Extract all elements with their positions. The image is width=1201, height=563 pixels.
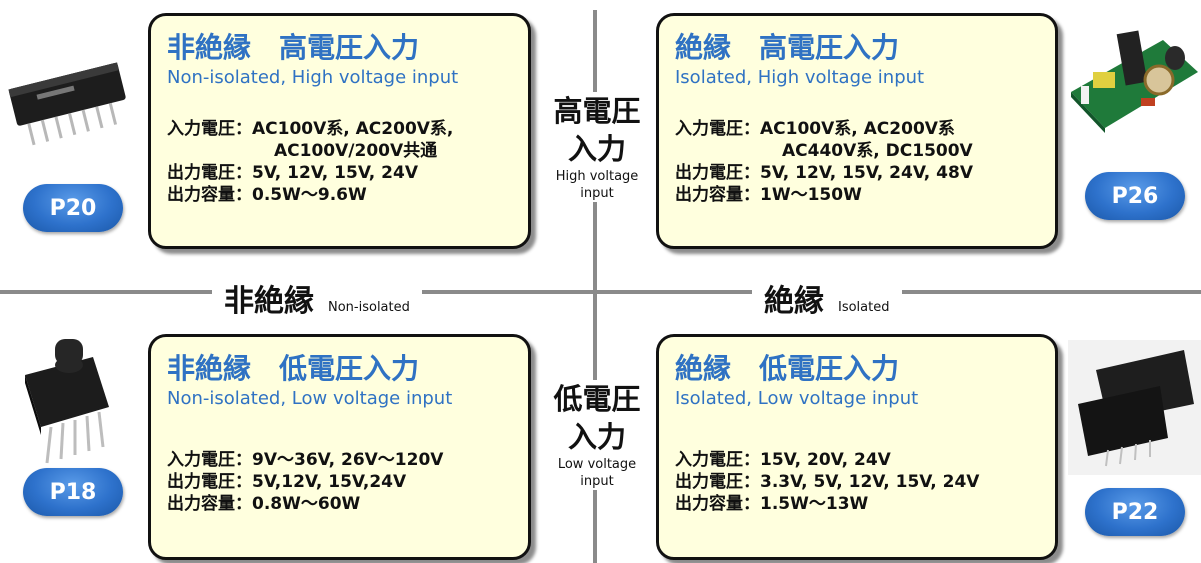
card-isolated-low-voltage: 絶縁 低電圧入力 Isolated, Low voltage input 入力電… [656, 334, 1058, 560]
spec-output-capacity: 出力容量：0.5W～9.6W [167, 185, 367, 205]
axis-label-isolated-en: Isolated [838, 300, 890, 315]
spec-output-voltage: 出力電圧：5V, 12V, 15V, 24V [167, 163, 418, 183]
card-title: 絶縁 高電圧入力 [675, 31, 900, 64]
vertical-axis-line [593, 10, 597, 563]
horizontal-axis-line [0, 290, 1201, 294]
spec-output-capacity: 出力容量：1.5W～13W [675, 494, 869, 514]
spec-input-voltage: 入力電圧：15V, 20V, 24V [675, 450, 891, 470]
card-subtitle: Isolated, High voltage input [675, 67, 925, 88]
axis-label-isolated-jp: 絶縁 [764, 284, 824, 319]
sip-module-photo-p20 [8, 62, 126, 146]
card-isolated-high-voltage: 絶縁 高電圧入力 Isolated, High voltage input 入力… [656, 13, 1058, 249]
spec-input-voltage: 入力電圧：AC100V系, AC200V系 [675, 119, 955, 139]
page-link-p18[interactable]: P18 [23, 468, 123, 516]
axis-label-non-isolated-en: Non-isolated [328, 300, 410, 315]
low-voltage-jp-line2: 入力 [567, 420, 626, 454]
spec-input-voltage: 入力電圧：AC100V系, AC200V系, [167, 119, 454, 139]
low-voltage-en-line1: Low voltage [557, 457, 637, 472]
low-voltage-en-line2: input [580, 474, 614, 489]
spec-output-capacity: 出力容量：0.8W～60W [167, 494, 361, 514]
through-hole-module-photo-p18 [25, 339, 109, 464]
high-voltage-jp-line2: 入力 [567, 132, 626, 166]
page-link-p20[interactable]: P20 [23, 184, 123, 232]
axis-label-low-voltage: 低電圧 入力 Low voltage input [538, 380, 656, 490]
axis-label-high-voltage: 高電圧 入力 High voltage input [538, 92, 656, 202]
high-voltage-jp-line1: 高電圧 [553, 94, 641, 128]
spec-input-voltage-cont: AC440V系, DC1500V [782, 141, 973, 161]
dual-module-photo-p22 [1068, 340, 1201, 475]
axis-label-non-isolated: 非絶縁 Non-isolated [212, 276, 422, 319]
card-subtitle: Isolated, Low voltage input [675, 388, 919, 409]
high-voltage-en-line2: input [580, 186, 614, 201]
card-subtitle: Non-isolated, Low voltage input [167, 388, 453, 409]
page-link-p26[interactable]: P26 [1085, 172, 1185, 220]
spec-output-voltage: 出力電圧：5V, 12V, 15V, 24V, 48V [675, 163, 973, 183]
card-title: 非絶縁 高電圧入力 [167, 31, 420, 64]
card-title: 非絶縁 低電圧入力 [167, 352, 420, 385]
card-non-isolated-low-voltage: 非絶縁 低電圧入力 Non-isolated, Low voltage inpu… [148, 334, 531, 560]
pcb-module-photo-p26 [1071, 30, 1198, 133]
spec-input-voltage: 入力電圧：9V～36V, 26V～120V [167, 450, 444, 470]
axis-label-isolated: 絶縁 Isolated [752, 276, 902, 319]
page-link-p22[interactable]: P22 [1085, 488, 1185, 536]
spec-output-voltage: 出力電圧：5V,12V, 15V,24V [167, 472, 407, 492]
spec-input-voltage-cont: AC100V/200V共通 [274, 141, 438, 161]
high-voltage-en-line1: High voltage [555, 169, 639, 184]
card-non-isolated-high-voltage: 非絶縁 高電圧入力 Non-isolated, High voltage inp… [148, 13, 531, 249]
spec-output-voltage: 出力電圧：3.3V, 5V, 12V, 15V, 24V [675, 472, 980, 492]
card-title: 絶縁 低電圧入力 [675, 352, 900, 385]
low-voltage-jp-line1: 低電圧 [553, 382, 641, 416]
card-subtitle: Non-isolated, High voltage input [167, 67, 459, 88]
spec-output-capacity: 出力容量：1W～150W [675, 185, 862, 205]
axis-label-non-isolated-jp: 非絶縁 [224, 284, 314, 319]
